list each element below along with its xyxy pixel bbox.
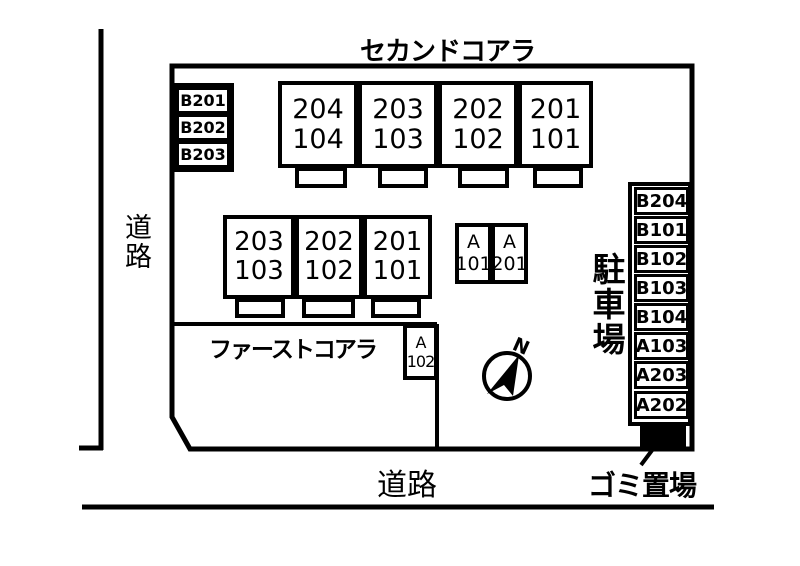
building-name-first-koala: ファーストコアラ <box>209 336 378 362</box>
unit-lower-label: 101 <box>372 256 423 286</box>
parking-space-b102: B102 <box>634 245 689 273</box>
parking-column-left: B201 B202 B203 <box>172 83 234 172</box>
entrance-porch <box>235 298 285 318</box>
space-number: 201 <box>491 252 528 275</box>
unit-201-101-mid: 201 101 <box>363 215 432 299</box>
garbage-box <box>640 422 686 449</box>
parking-space-a201: A 201 <box>491 223 528 284</box>
unit-202-102-mid: 202 102 <box>295 215 363 299</box>
parking-space-a202: A202 <box>634 391 689 419</box>
unit-lower-label: 103 <box>372 123 424 155</box>
unit-203-103-top: 203 103 <box>358 81 438 168</box>
parking-space-b202: B202 <box>176 114 230 141</box>
garbage-leader-line <box>639 447 655 467</box>
unit-203-103-mid: 203 103 <box>223 215 295 299</box>
parking-space-a103: A103 <box>634 332 689 360</box>
parking-space-b204: B204 <box>634 187 689 215</box>
space-letter: A <box>467 230 480 253</box>
compass-icon: N <box>482 333 533 401</box>
parking-area-label: 駐車場 <box>588 252 625 357</box>
unit-lower-label: 103 <box>234 256 284 286</box>
unit-lower-label: 102 <box>452 123 504 155</box>
entrance-porch <box>378 167 428 188</box>
unit-lower-label: 102 <box>304 256 354 286</box>
compass-arrow <box>487 355 519 396</box>
road-label-left: 道路 <box>121 213 151 271</box>
parking-space-a101: A 101 <box>455 223 492 284</box>
garbage-area-label: ゴミ置場 <box>588 470 697 501</box>
unit-lower-label: 104 <box>292 123 344 155</box>
unit-upper-label: 203 <box>372 93 424 125</box>
unit-upper-label: 204 <box>292 93 344 125</box>
building-name-second-koala: セカンドコアラ <box>360 36 536 66</box>
parking-space-b101: B101 <box>634 216 689 244</box>
parking-space-b104: B104 <box>634 303 689 331</box>
unit-202-102-top: 202 102 <box>438 81 518 168</box>
unit-204-104: 204 104 <box>278 81 358 168</box>
entrance-porch <box>533 167 583 188</box>
compass-north-label: N <box>509 333 532 360</box>
space-number: 102 <box>406 352 436 371</box>
entrance-porch <box>458 167 509 188</box>
unit-lower-label: 101 <box>529 123 582 155</box>
parking-space-b203: B203 <box>176 141 230 168</box>
unit-upper-label: 203 <box>234 227 284 258</box>
unit-upper-label: 202 <box>452 93 504 125</box>
unit-201-101-top: 201 101 <box>518 81 593 168</box>
space-number: 101 <box>455 252 492 275</box>
entrance-porch <box>371 298 421 318</box>
site-outline <box>169 63 695 452</box>
space-letter: A <box>503 230 516 253</box>
unit-upper-label: 201 <box>529 93 582 125</box>
parking-space-a102: A 102 <box>403 324 438 380</box>
unit-upper-label: 202 <box>304 227 354 258</box>
entrance-porch <box>302 298 355 318</box>
road-label-bottom: 道路 <box>377 469 437 502</box>
compass-circle <box>482 351 532 401</box>
parking-space-b201: B201 <box>176 87 230 114</box>
space-letter: A <box>415 332 427 352</box>
unit-upper-label: 201 <box>372 227 423 258</box>
entrance-porch <box>295 167 347 188</box>
parking-space-a203: A203 <box>634 361 689 389</box>
parking-space-b103: B103 <box>634 274 689 302</box>
